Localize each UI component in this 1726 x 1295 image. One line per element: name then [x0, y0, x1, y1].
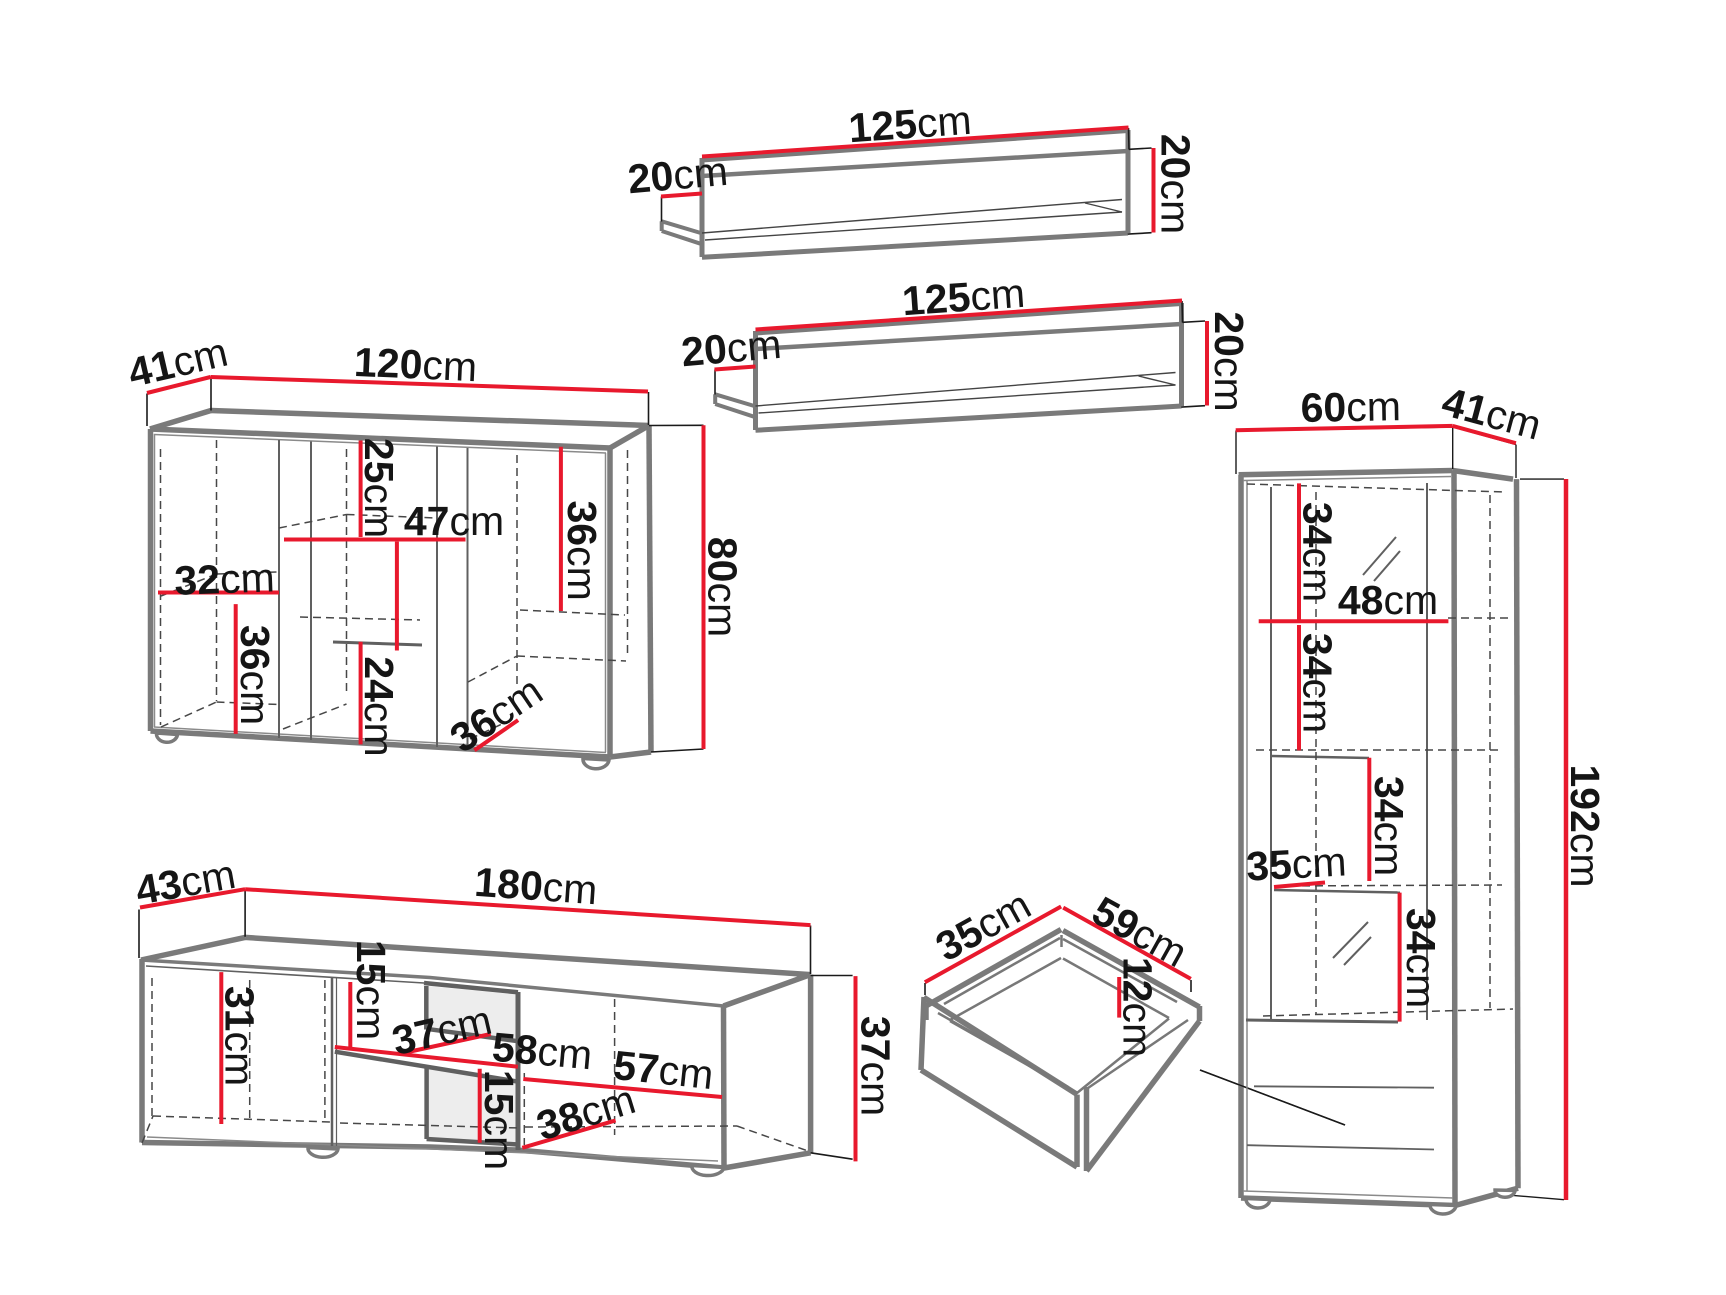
svg-text:47cm: 47cm	[404, 498, 504, 544]
svg-text:12cm: 12cm	[1115, 957, 1161, 1057]
svg-text:24cm: 24cm	[356, 656, 402, 756]
svg-text:34cm: 34cm	[1366, 776, 1412, 876]
svg-text:20cm: 20cm	[626, 148, 730, 203]
svg-text:43cm: 43cm	[132, 851, 239, 914]
svg-text:20cm: 20cm	[1153, 134, 1199, 234]
svg-text:125cm: 125cm	[901, 270, 1027, 324]
svg-text:120cm: 120cm	[353, 339, 478, 390]
svg-text:32cm: 32cm	[174, 554, 276, 603]
svg-text:20cm: 20cm	[1206, 311, 1252, 411]
svg-text:36cm: 36cm	[559, 500, 605, 600]
svg-text:20cm: 20cm	[679, 321, 783, 376]
svg-text:192cm: 192cm	[1562, 764, 1608, 887]
svg-text:180cm: 180cm	[473, 859, 599, 913]
svg-text:15cm: 15cm	[348, 940, 394, 1040]
svg-text:48cm: 48cm	[1338, 577, 1438, 623]
svg-text:34cm: 34cm	[1295, 502, 1341, 602]
svg-text:34cm: 34cm	[1398, 908, 1444, 1008]
svg-text:31cm: 31cm	[217, 986, 263, 1086]
svg-text:80cm: 80cm	[700, 537, 746, 637]
svg-text:37cm: 37cm	[853, 1016, 899, 1116]
svg-text:57cm: 57cm	[611, 1042, 716, 1098]
svg-text:15cm: 15cm	[476, 1070, 522, 1170]
svg-text:58cm: 58cm	[490, 1024, 594, 1079]
svg-text:60cm: 60cm	[1300, 383, 1401, 431]
svg-text:34cm: 34cm	[1295, 633, 1341, 733]
svg-text:35cm: 35cm	[1245, 838, 1348, 889]
svg-text:36cm: 36cm	[232, 625, 278, 725]
svg-text:125cm: 125cm	[847, 97, 973, 151]
svg-text:25cm: 25cm	[356, 438, 402, 538]
